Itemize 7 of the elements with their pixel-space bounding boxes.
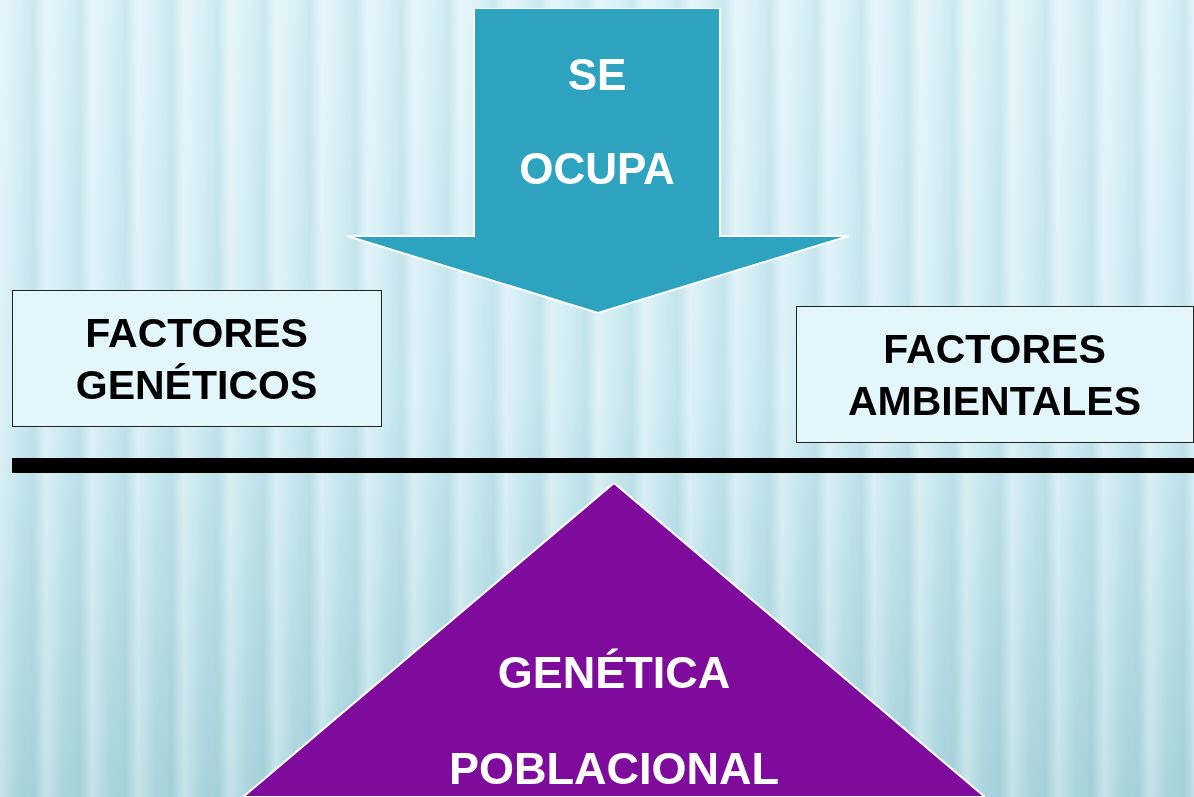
arrow-label: SE OCUPA xyxy=(518,49,676,195)
balance-beam xyxy=(12,458,1194,473)
box-label: FACTORES GENÉTICOS xyxy=(74,309,319,410)
text-box xyxy=(12,290,382,427)
text-box xyxy=(796,306,1194,443)
triangle-label: GENÉTICA POBLACIONAL xyxy=(448,646,780,796)
box-label: FACTORES AMBIENTALES xyxy=(846,325,1143,426)
